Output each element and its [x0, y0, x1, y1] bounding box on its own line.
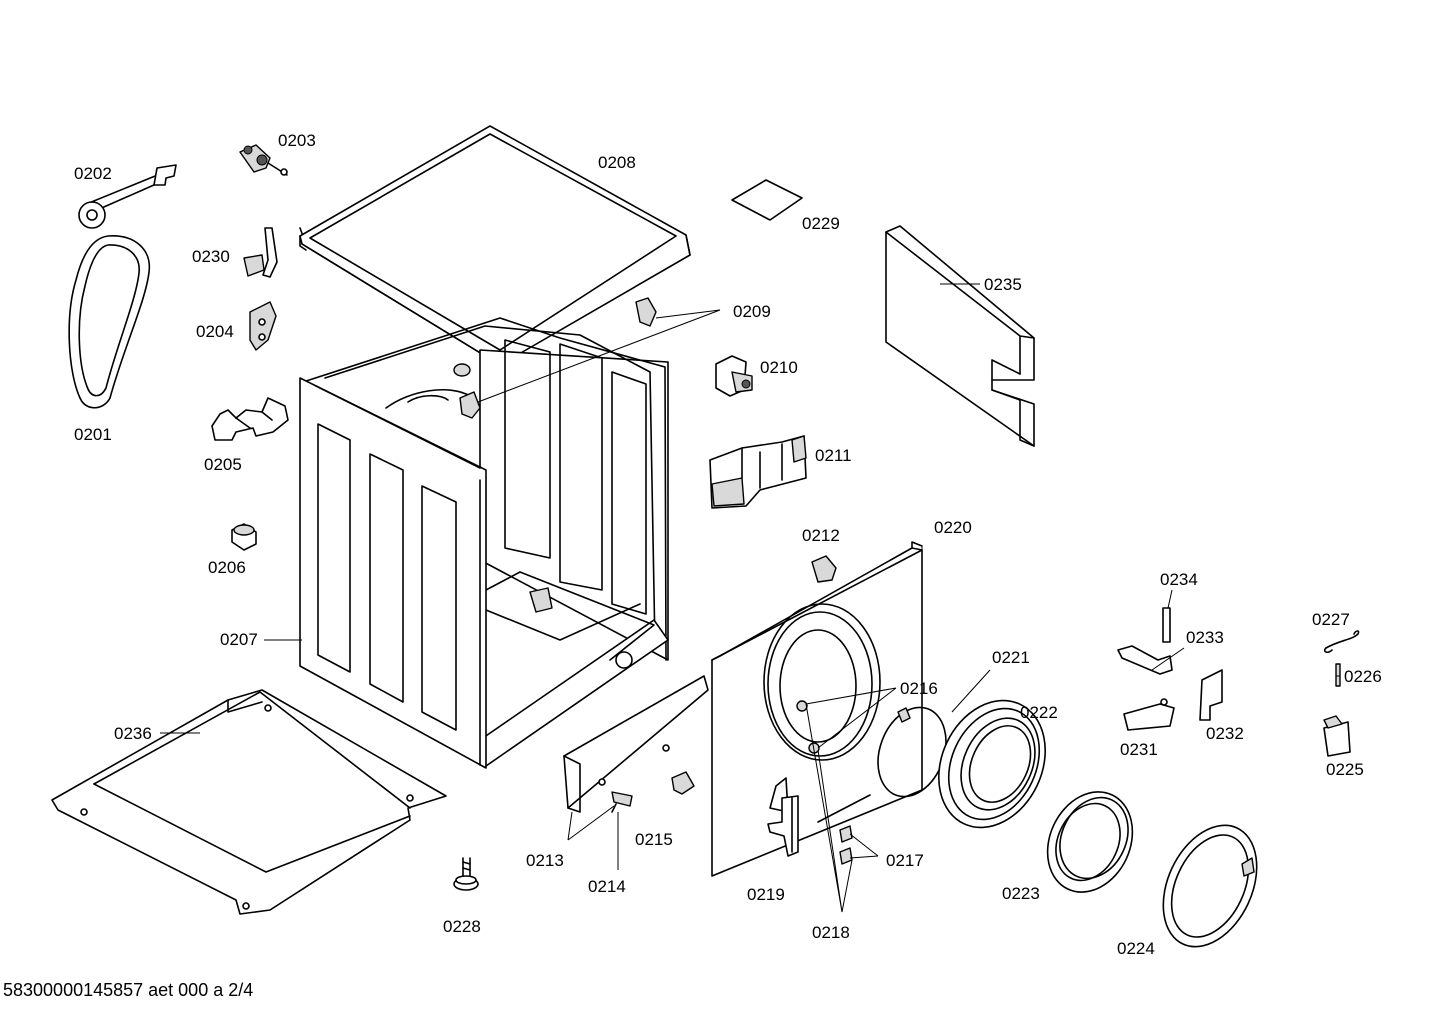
label-0221: 0221 [992, 648, 1030, 667]
part-0228 [453, 857, 479, 891]
label-0226: 0226 [1344, 667, 1382, 686]
part-0226 [1335, 663, 1341, 687]
label-0203: 0203 [278, 131, 316, 150]
part-0215 [671, 771, 695, 795]
label-0223: 0223 [1002, 884, 1040, 903]
part-0211 [709, 435, 807, 509]
part-0214 [611, 791, 633, 813]
label-0207: 0207 [220, 630, 258, 649]
label-0230: 0230 [192, 247, 230, 266]
label-0229: 0229 [802, 214, 840, 233]
part-0235 [885, 225, 1035, 447]
label-0228: 0228 [443, 917, 481, 936]
document-id-footer: 58300000145857 aet 000 a 2/4 [3, 980, 254, 1000]
label-0206: 0206 [208, 558, 246, 577]
label-0231: 0231 [1120, 740, 1158, 759]
part-0210 [715, 355, 753, 397]
part-0203 [239, 144, 288, 176]
label-0222: 0222 [1020, 703, 1058, 722]
label-0208: 0208 [598, 153, 636, 172]
part-0227 [1323, 630, 1360, 653]
label-0227: 0227 [1312, 610, 1350, 629]
part-labels: 0201 0202 0203 0204 0205 0206 0207 0208 … [74, 131, 1382, 958]
part-0206 [231, 523, 257, 551]
part-0232 [1199, 669, 1223, 721]
label-0220: 0220 [934, 518, 972, 537]
part-0231 [1123, 698, 1175, 731]
part-transit-cover [68, 235, 151, 409]
part-0217 [839, 825, 853, 865]
part-0209 [453, 297, 657, 419]
label-0212: 0212 [802, 526, 840, 545]
label-0215: 0215 [635, 830, 673, 849]
label-0235: 0235 [984, 275, 1022, 294]
part-cabinet [299, 317, 669, 769]
label-0211: 0211 [815, 446, 852, 465]
label-0217: 0217 [886, 851, 924, 870]
part-0205 [211, 397, 289, 441]
label-0205: 0205 [204, 455, 242, 474]
label-0224: 0224 [1117, 939, 1155, 958]
label-0216: 0216 [900, 679, 938, 698]
label-0204: 0204 [196, 322, 234, 341]
label-0209: 0209 [733, 302, 771, 321]
part-0225 [1323, 715, 1351, 757]
part-0222 [937, 699, 1047, 829]
part-0233 [1117, 645, 1173, 675]
label-0232: 0232 [1206, 724, 1244, 743]
label-0236: 0236 [114, 724, 152, 743]
label-0213: 0213 [526, 851, 564, 870]
label-0219: 0219 [747, 885, 785, 904]
part-front-panel [711, 541, 923, 877]
label-0210: 0210 [760, 358, 798, 377]
part-0204 [249, 301, 277, 351]
leader-lines [160, 283, 1340, 913]
part-0212 [811, 555, 837, 583]
part-0213 [563, 675, 709, 813]
label-0225: 0225 [1326, 760, 1364, 779]
label-0202: 0202 [74, 164, 112, 183]
label-0218: 0218 [812, 923, 850, 942]
part-0223 [1046, 791, 1134, 893]
label-0201: 0201 [74, 425, 112, 444]
label-0233: 0233 [1186, 628, 1224, 647]
part-0230 [243, 227, 304, 278]
part-0229 [731, 179, 803, 221]
part-0236 [51, 689, 447, 915]
label-0214: 0214 [588, 877, 626, 896]
part-0224 [1162, 824, 1258, 948]
part-0234 [1162, 607, 1171, 643]
part-wrench [78, 164, 177, 229]
label-0234: 0234 [1160, 570, 1198, 589]
part-0219 [767, 777, 799, 857]
